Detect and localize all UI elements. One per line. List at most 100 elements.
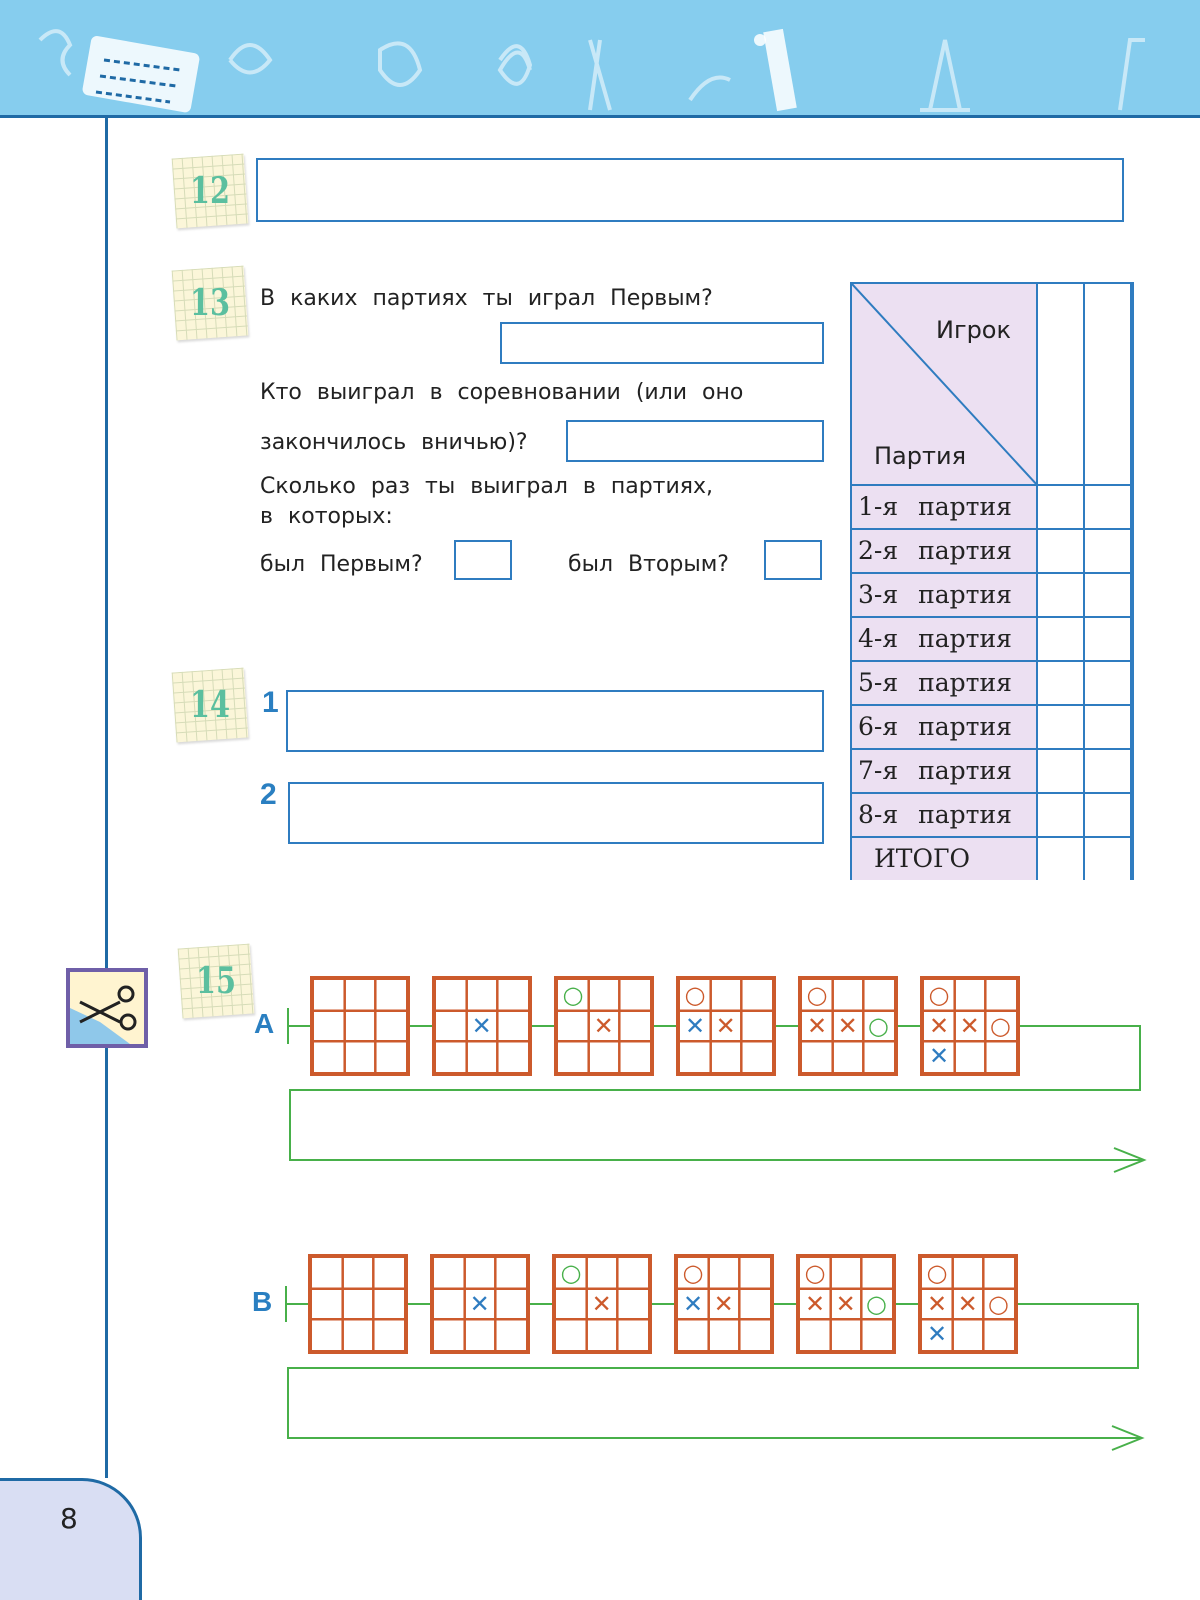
score-cell[interactable]	[1085, 706, 1132, 748]
score-cell[interactable]	[1038, 706, 1085, 748]
row-label-total: ИТОГО	[852, 838, 1038, 880]
diagonal-divider	[852, 284, 1038, 486]
cross-mark: ✕	[471, 1011, 492, 1040]
margin-line	[105, 118, 108, 1478]
board-grid	[922, 1258, 1014, 1350]
score-cell[interactable]	[1085, 618, 1132, 660]
cross-mark: ✕	[928, 1011, 950, 1040]
board-grid	[434, 1258, 526, 1350]
row-label: 3-я партия	[852, 574, 1038, 616]
answer-box-wins-first[interactable]	[454, 540, 512, 580]
scissors-icon	[70, 985, 137, 1044]
nought-mark: ○	[989, 1011, 1011, 1040]
question-first-games: В каких партиях ты играл Первым?	[260, 286, 713, 311]
score-cell-total[interactable]	[1038, 838, 1085, 880]
table-row: 3-я партия	[852, 574, 1132, 618]
cross-mark: ✕	[926, 1320, 948, 1349]
nought-mark: ○	[867, 1011, 889, 1040]
score-cell[interactable]	[1038, 530, 1085, 572]
answer-box-14-2[interactable]	[288, 782, 824, 844]
game-board: ○✕✕○	[798, 976, 898, 1076]
table-row: 5-я партия	[852, 662, 1132, 706]
task-number: 13	[189, 282, 231, 324]
table-row: 2-я партия	[852, 530, 1132, 574]
sub-label-2: 2	[260, 778, 277, 811]
score-cell[interactable]	[1085, 794, 1132, 836]
answer-box-12[interactable]	[256, 158, 1124, 222]
game-board: ✕	[430, 1254, 530, 1354]
score-cell[interactable]	[1038, 794, 1085, 836]
strip-label-a: A	[254, 1008, 275, 1039]
score-cell-total[interactable]	[1085, 838, 1132, 880]
nought-mark: ○	[806, 981, 828, 1009]
table-row: 8-я партия	[852, 794, 1132, 838]
row-label: 6-я партия	[852, 706, 1038, 748]
score-cell[interactable]	[1085, 750, 1132, 792]
cross-mark: ✕	[591, 1289, 612, 1318]
question-winner-line1: Кто выиграл в соревновании (или оно	[260, 380, 744, 405]
sub-label-1: 1	[262, 686, 279, 719]
question-wins-line1: Сколько раз ты выиграл в партиях,	[260, 474, 714, 499]
cross-mark: ✕	[928, 1042, 950, 1071]
score-cell[interactable]	[1085, 574, 1132, 616]
board-grid	[558, 980, 650, 1072]
nought-mark: ○	[684, 981, 706, 1009]
question-winner-line2: закончилось вничью)?	[260, 430, 528, 455]
score-cell[interactable]	[1038, 662, 1085, 704]
cross-mark: ✕	[926, 1289, 948, 1318]
table-header-player2	[1085, 284, 1132, 486]
score-cell[interactable]	[1038, 618, 1085, 660]
answer-box-wins-second[interactable]	[764, 540, 822, 580]
game-board	[310, 976, 410, 1076]
nought-mark: ○	[928, 981, 950, 1009]
banner-decoration	[38, 28, 1145, 113]
board-grid	[680, 980, 772, 1072]
game-board: ○✕	[552, 1254, 652, 1354]
game-board: ○✕✕○✕	[918, 1254, 1018, 1354]
board-grid	[436, 980, 528, 1072]
nought-mark: ○	[865, 1289, 887, 1318]
score-cell[interactable]	[1038, 750, 1085, 792]
game-board: ○✕✕	[676, 976, 776, 1076]
task-badge-14: 14	[171, 667, 249, 743]
score-cell[interactable]	[1085, 662, 1132, 704]
game-board: ○✕✕○✕	[920, 976, 1020, 1076]
score-cell[interactable]	[1038, 574, 1085, 616]
table-header-player: Игрок	[936, 316, 1011, 344]
nought-mark: ○	[987, 1289, 1009, 1318]
cross-mark: ✕	[835, 1289, 856, 1318]
cross-mark: ✕	[804, 1289, 826, 1318]
row-label: 7-я партия	[852, 750, 1038, 792]
board-grid	[314, 980, 406, 1072]
game-board: ✕	[432, 976, 532, 1076]
board-grid	[312, 1258, 404, 1350]
cross-mark: ✕	[715, 1011, 736, 1040]
answer-box-winner[interactable]	[566, 420, 824, 462]
score-cell[interactable]	[1038, 486, 1085, 528]
cross-mark: ✕	[959, 1011, 980, 1040]
answer-box-14-1[interactable]	[286, 690, 824, 752]
cross-mark: ✕	[837, 1011, 858, 1040]
board-grid	[556, 1258, 648, 1350]
answer-box-first-games[interactable]	[500, 322, 824, 364]
cross-mark: ✕	[682, 1289, 704, 1318]
score-cell[interactable]	[1085, 486, 1132, 528]
row-label: 8-я партия	[852, 794, 1038, 836]
nought-mark: ○	[562, 981, 584, 1009]
board-grid	[678, 1258, 770, 1350]
table-row: 4-я партия	[852, 618, 1132, 662]
question-wins-line2: в которых:	[260, 504, 393, 529]
strip-label-b: B	[252, 1286, 273, 1317]
cross-mark: ✕	[713, 1289, 734, 1318]
page-tab	[0, 1478, 142, 1600]
cross-mark: ✕	[684, 1011, 706, 1040]
score-cell[interactable]	[1085, 530, 1132, 572]
board-grid	[800, 1258, 892, 1350]
table-row: 7-я партия	[852, 750, 1132, 794]
row-label: 4-я партия	[852, 618, 1038, 660]
table-row: 6-я партия	[852, 706, 1132, 750]
cross-mark: ✕	[806, 1011, 828, 1040]
score-table: Игрок Партия 1-я партия 2-я партия 3-я п…	[850, 282, 1134, 880]
nought-mark: ○	[926, 1259, 948, 1287]
scissors-badge	[66, 968, 148, 1048]
